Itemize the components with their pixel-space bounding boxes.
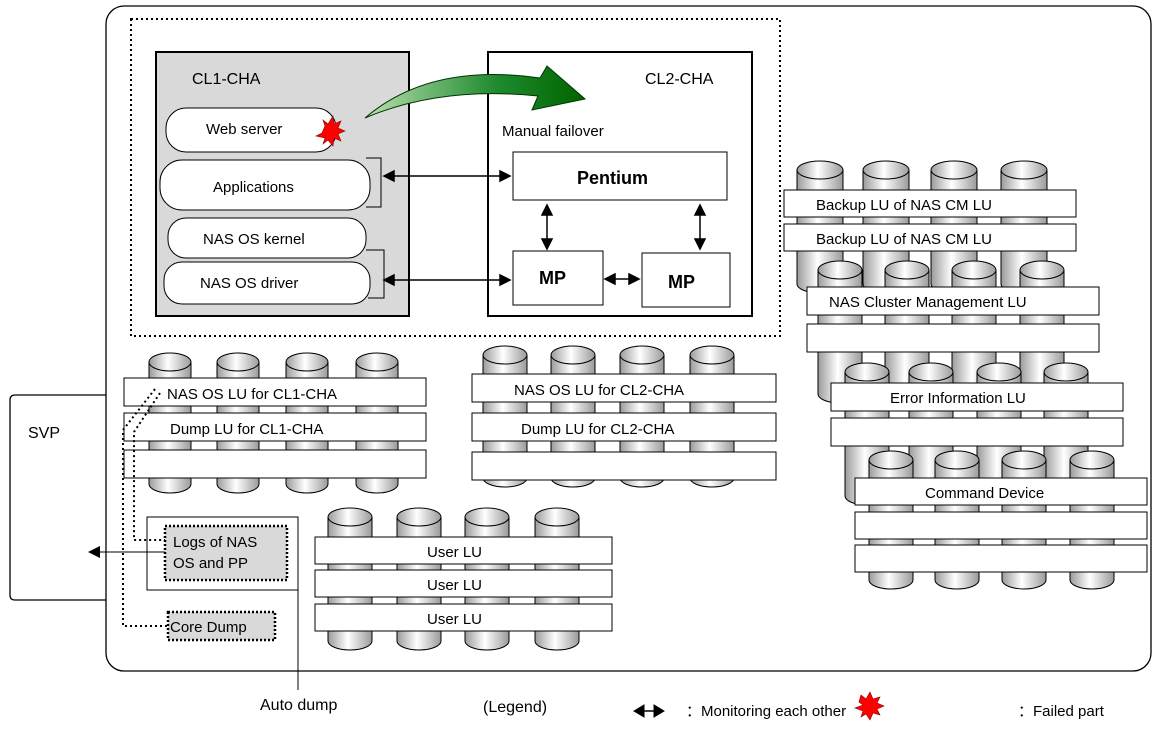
- user-lu-label-1: User LU: [427, 544, 482, 561]
- core-dump-label: Core Dump: [170, 619, 247, 636]
- backup-lu-label-1: Backup LU of NAS CM LU: [816, 197, 992, 214]
- manual-failover-label: Manual failover: [502, 123, 604, 140]
- manual-failover-arrow: [364, 65, 587, 119]
- legend: (Legend) ：Monitoring each other ：Failed …: [483, 691, 1105, 721]
- logs-to-svp-arrowhead: [88, 546, 100, 558]
- nas-os-driver-label: NAS OS driver: [200, 275, 298, 292]
- error-info-lu-label: Error Information LU: [890, 390, 1026, 407]
- mp-label-left: MP: [539, 268, 566, 288]
- dump-lu-cl1-label: Dump LU for CL1-CHA: [170, 421, 323, 438]
- auto-dump-label: Auto dump: [260, 697, 337, 714]
- dump-lu-cl2-label: Dump LU for CL2-CHA: [521, 421, 674, 438]
- backup-lu-label-2: Backup LU of NAS CM LU: [816, 231, 992, 248]
- cl1-cha-label: CL1-CHA: [192, 71, 261, 88]
- applications-box: [159, 159, 371, 211]
- cl2-cha-label: CL2-CHA: [645, 71, 714, 88]
- command-device-label: Command Device: [925, 485, 1044, 502]
- nas-os-driver-box: [163, 261, 371, 305]
- monitoring-arrows: [382, 169, 707, 287]
- user-lu-label-3: User LU: [427, 611, 482, 628]
- logs-label-line2: OS and PP: [173, 555, 248, 572]
- svp-label: SVP: [28, 425, 60, 442]
- storage-frame: [105, 5, 1152, 672]
- legend-title: (Legend): [483, 699, 547, 716]
- cha-dotted-outline: [130, 18, 781, 337]
- nas-os-kernel-label: NAS OS kernel: [203, 231, 305, 248]
- core-dump-dotted-connector: [122, 388, 168, 627]
- legend-failed-label: ：Failed part: [1018, 703, 1105, 720]
- mp-box-left: [512, 250, 604, 306]
- web-server-label: Web server: [206, 121, 282, 138]
- legend-monitoring-label: ：Monitoring each other: [686, 703, 846, 720]
- applications-label: Applications: [213, 179, 294, 196]
- lu-bars: [123, 189, 1148, 632]
- logs-dotted-connector: [133, 392, 165, 541]
- legend-failed-part-icon: [854, 691, 885, 721]
- mp-box-right: [641, 252, 731, 308]
- logs-box: [163, 524, 289, 582]
- failed-part-icon: [315, 115, 346, 147]
- user-lu-label-2: User LU: [427, 577, 482, 594]
- nas-os-driver-bracket: [366, 249, 385, 299]
- pentium-label: Pentium: [577, 168, 648, 188]
- nas-os-kernel-box: [167, 217, 367, 259]
- mp-label-right: MP: [668, 272, 695, 292]
- core-dump-box: [166, 610, 277, 642]
- nas-os-lu-cl2-label: NAS OS LU for CL2-CHA: [514, 382, 684, 399]
- logs-label-line1: Logs of NAS: [173, 534, 257, 551]
- svp-box: [9, 394, 106, 601]
- nas-os-lu-cl1-label: NAS OS LU for CL1-CHA: [167, 386, 337, 403]
- applications-bracket: [366, 157, 382, 208]
- nas-cm-lu-label: NAS Cluster Management LU: [829, 294, 1027, 311]
- pentium-box: [512, 151, 728, 201]
- legend-monitoring-arrow-icon: [633, 704, 665, 718]
